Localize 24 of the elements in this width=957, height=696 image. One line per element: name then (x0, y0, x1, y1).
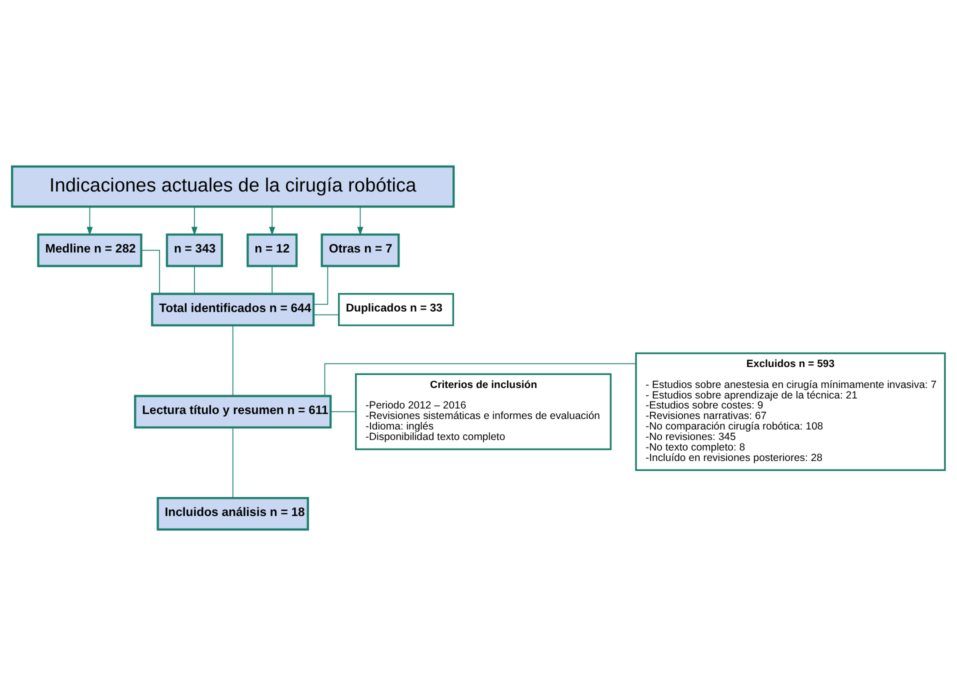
node-box: Duplicados n = 33 (338, 293, 454, 326)
node-box: Otras n = 7 (320, 233, 400, 268)
connector (194, 266, 195, 294)
node-box: n = 343 (166, 233, 224, 268)
connector (141, 250, 160, 294)
connector (313, 266, 328, 305)
connector (272, 266, 273, 294)
arrow (269, 206, 276, 236)
node-box: Incluidos análisis n = 18 (156, 497, 309, 531)
connector (313, 314, 340, 316)
node-box: Excluidos n = 593 - Estudios sobre anestesia en cirugía mínimamente invasiva: 7 - Estudios sobre aprendizaje de la técnica: 21 -Estudios sobre costes: 9 -Revisiones narrativas: 67 -No comparación cirugía robótica: 108 -No revisiones: 345 -No texto completo: 8 -Incluído en revisiones posteriores: 28 (635, 352, 946, 472)
node-box: Medline n = 282 (37, 233, 142, 268)
node-box: Criterios de inclusión -Periodo 2012 – 2016 -Revisiones sistemáticas e informes de evaluación -Idioma: inglés -Disponibilidad texto completo (355, 373, 612, 450)
connector (232, 427, 234, 498)
connector (324, 363, 636, 396)
node-box: Lectura título y resumen n = 611 (134, 394, 332, 428)
arrow (86, 206, 93, 236)
node-box: Total identificados n = 644 (151, 292, 315, 326)
arrow (357, 206, 364, 236)
node-box: Indicaciones actuales de la cirugía robótica (10, 165, 455, 208)
arrow (191, 206, 198, 236)
connector (330, 411, 356, 412)
node-box: n = 12 (246, 233, 298, 268)
connector (232, 324, 234, 396)
